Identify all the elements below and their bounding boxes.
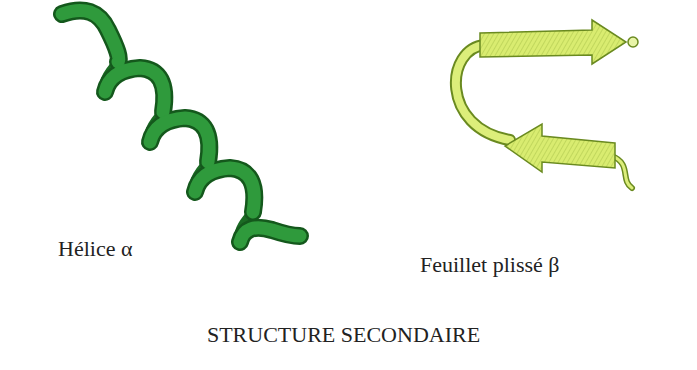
beta-sheet [456, 20, 638, 188]
alpha-helix [62, 10, 300, 242]
structure-label: Feuillet plissé β [420, 252, 560, 278]
structure-label: Hélice α [58, 236, 132, 262]
caption: STRUCTURE SECONDAIRE [0, 322, 692, 348]
